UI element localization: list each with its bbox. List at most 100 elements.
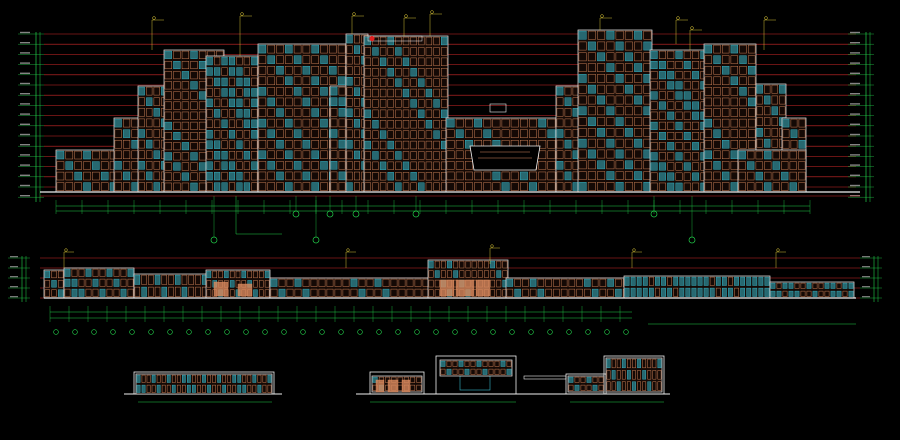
window-pane bbox=[334, 278, 342, 287]
level-mark bbox=[850, 52, 860, 54]
window-pane bbox=[56, 161, 65, 170]
window-pane bbox=[154, 286, 161, 297]
window-pane bbox=[474, 118, 482, 128]
window-pane bbox=[441, 36, 448, 46]
window-pane bbox=[153, 118, 160, 128]
window-pane bbox=[836, 282, 842, 289]
window-pane bbox=[92, 268, 99, 277]
window-pane bbox=[285, 55, 293, 64]
window-pane bbox=[243, 67, 250, 76]
window-pane bbox=[520, 171, 528, 181]
tag-marker bbox=[764, 16, 768, 20]
window-pane bbox=[758, 276, 764, 286]
level-mark bbox=[20, 174, 30, 176]
window-pane bbox=[243, 140, 250, 149]
window-pane bbox=[379, 182, 387, 191]
window-pane bbox=[556, 161, 564, 170]
window-pane bbox=[713, 182, 721, 191]
window-pane bbox=[410, 68, 417, 77]
window-pane bbox=[136, 374, 141, 383]
facade-block bbox=[133, 273, 209, 299]
window-pane bbox=[615, 30, 624, 40]
grid-bubble bbox=[312, 236, 320, 244]
window-pane bbox=[624, 138, 633, 148]
window-pane bbox=[494, 368, 500, 375]
window-pane bbox=[190, 111, 198, 120]
window-pane bbox=[446, 161, 455, 170]
window-pane bbox=[176, 374, 181, 383]
window-pane bbox=[776, 290, 782, 297]
window-pane bbox=[302, 161, 311, 170]
window-pane bbox=[293, 76, 302, 86]
level-mark bbox=[862, 296, 870, 298]
window-pane bbox=[692, 142, 700, 151]
window-pane bbox=[615, 74, 624, 83]
window-pane bbox=[730, 87, 738, 96]
window-pane bbox=[418, 57, 425, 66]
window-pane bbox=[173, 121, 181, 130]
window-pane bbox=[748, 140, 756, 149]
window-pane bbox=[704, 161, 712, 170]
window-pane bbox=[395, 130, 402, 139]
window-pane bbox=[164, 162, 172, 171]
window-pane bbox=[330, 129, 338, 138]
window-pane bbox=[214, 171, 221, 181]
window-pane bbox=[214, 88, 221, 97]
window-pane bbox=[692, 182, 700, 191]
window-pane bbox=[83, 171, 91, 181]
window-pane bbox=[146, 97, 153, 106]
grid-bubble bbox=[300, 329, 306, 335]
facade-block-outline bbox=[577, 29, 653, 193]
window-pane bbox=[616, 358, 621, 369]
window-pane bbox=[722, 87, 730, 96]
window-pane bbox=[447, 270, 452, 278]
window-pane bbox=[692, 91, 700, 100]
facade-block bbox=[605, 357, 663, 393]
window-pane bbox=[253, 280, 258, 288]
window-pane bbox=[217, 374, 221, 383]
window-pane bbox=[51, 280, 57, 288]
window-pane bbox=[634, 52, 643, 62]
window-pane bbox=[262, 374, 267, 383]
window-pane bbox=[492, 118, 501, 128]
window-pane bbox=[789, 171, 797, 181]
window-pane bbox=[510, 171, 519, 181]
window-pane bbox=[366, 288, 374, 297]
window-pane bbox=[258, 108, 267, 117]
window-pane bbox=[425, 151, 433, 160]
window-pane bbox=[418, 120, 425, 129]
window-pane bbox=[56, 171, 65, 181]
window-pane bbox=[465, 182, 473, 191]
window-pane bbox=[683, 81, 691, 90]
window-pane bbox=[770, 282, 776, 289]
window-pane bbox=[123, 129, 131, 138]
window-pane bbox=[713, 87, 721, 96]
window-pane bbox=[683, 172, 691, 181]
window-pane bbox=[146, 129, 153, 138]
window-pane bbox=[634, 74, 643, 83]
window-pane bbox=[276, 97, 284, 107]
window-pane bbox=[418, 68, 425, 77]
window-pane bbox=[598, 384, 604, 391]
window-pane bbox=[771, 84, 778, 94]
window-pane bbox=[402, 120, 410, 129]
window-pane bbox=[224, 270, 229, 279]
window-pane bbox=[455, 150, 464, 160]
facade-block-outline bbox=[737, 149, 807, 193]
window-pane bbox=[658, 91, 666, 100]
window-pane bbox=[667, 121, 675, 130]
window-pane bbox=[615, 278, 622, 287]
level-mark bbox=[850, 62, 860, 64]
window-pane bbox=[683, 50, 691, 59]
grid-bubble bbox=[224, 329, 230, 335]
window-pane bbox=[56, 182, 65, 191]
window-pane bbox=[214, 140, 221, 149]
window-pane bbox=[703, 287, 709, 297]
window-pane bbox=[402, 68, 410, 77]
window-pane bbox=[387, 88, 394, 98]
window-pane bbox=[624, 171, 633, 180]
level-mark bbox=[850, 123, 860, 125]
window-pane bbox=[647, 370, 652, 380]
window-pane bbox=[692, 121, 700, 130]
